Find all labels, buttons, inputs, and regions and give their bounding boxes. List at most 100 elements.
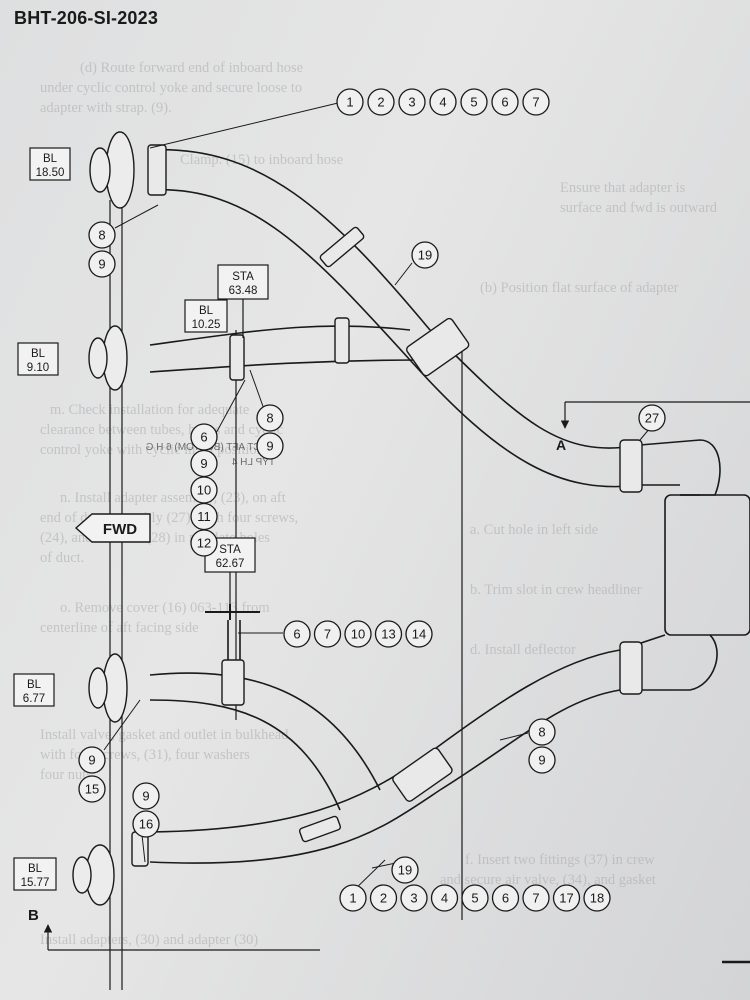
bg-text: centerline of aft facing side bbox=[40, 620, 199, 636]
callout-circle bbox=[256, 432, 284, 460]
bg-text: Ensure that adapter is bbox=[560, 180, 686, 196]
box-label: STA bbox=[219, 544, 241, 556]
callout-circle bbox=[522, 88, 550, 116]
callout-circle bbox=[411, 241, 439, 269]
bg-text: and secure air valve, (34), and gasket bbox=[440, 872, 656, 888]
callout-circle bbox=[344, 620, 372, 648]
callout-circle bbox=[583, 884, 611, 912]
callout-number: 6 bbox=[200, 430, 207, 445]
callout-number: 7 bbox=[324, 627, 331, 642]
box-value: 6.77 bbox=[23, 693, 45, 705]
callout-number: 9 bbox=[88, 753, 95, 768]
callout-circle bbox=[491, 884, 520, 912]
callout-circle bbox=[369, 884, 398, 912]
callout-number: 27 bbox=[645, 411, 659, 426]
bg-text: d. Install deflector bbox=[470, 642, 576, 658]
callout-number: 9 bbox=[98, 257, 105, 272]
callout-number: 9 bbox=[142, 789, 149, 804]
callout-number: 6 bbox=[502, 891, 509, 906]
callout-number: 2 bbox=[377, 95, 384, 110]
bg-text: four nuts bbox=[40, 767, 92, 783]
callout-number: 4 bbox=[441, 891, 448, 906]
callout-circle bbox=[313, 620, 342, 648]
box-value: 63.48 bbox=[229, 285, 258, 297]
callout-circle bbox=[460, 88, 488, 116]
fwd-label: FWD bbox=[103, 521, 137, 538]
callout-number: 18 bbox=[590, 891, 604, 906]
callout-number: 4 bbox=[439, 95, 446, 110]
bg-text: a. Cut hole in left side bbox=[470, 522, 599, 538]
bg-text: Clamp. (15) to inboard hose bbox=[180, 152, 344, 168]
callout-circle bbox=[132, 810, 160, 838]
callout-number: 7 bbox=[532, 891, 539, 906]
bg-text: Install adapters, (30) and adapter (30) bbox=[40, 932, 259, 948]
duct-hoses bbox=[149, 148, 750, 864]
bg-text: adapter with strap. (9). bbox=[40, 100, 172, 116]
callout-number: 11 bbox=[197, 509, 211, 524]
outlet-flanges bbox=[72, 131, 135, 906]
callout-circle bbox=[398, 88, 426, 116]
callout-number: 1 bbox=[346, 95, 353, 110]
callout-circle bbox=[391, 856, 419, 884]
callout-circle bbox=[283, 620, 311, 648]
box-label: BL bbox=[27, 679, 42, 691]
callout-circle bbox=[374, 620, 403, 648]
callout-number: 17 bbox=[559, 891, 573, 906]
callout-number: 14 bbox=[412, 627, 426, 642]
callout-circle bbox=[336, 88, 364, 116]
callout-number: 13 bbox=[381, 627, 395, 642]
callout-circle bbox=[528, 746, 556, 774]
callout-circle bbox=[339, 884, 367, 912]
callout-circle bbox=[400, 884, 428, 912]
callout-circle bbox=[522, 884, 550, 912]
bg-text: n. Install adapter assembly, (23), on af… bbox=[60, 490, 286, 506]
callout-circle bbox=[638, 404, 666, 432]
hose-clamps bbox=[131, 144, 643, 867]
callout-number: 3 bbox=[410, 891, 417, 906]
callout-circle bbox=[528, 718, 556, 746]
box-label: BL bbox=[31, 348, 46, 360]
box-value: 10.25 bbox=[192, 319, 221, 331]
bg-text: m. Check installation for adequate bbox=[50, 402, 250, 418]
bg-text: (d) Route forward end of inboard hose bbox=[80, 60, 304, 76]
callout-number: 15 bbox=[85, 782, 99, 797]
callout-circle bbox=[78, 746, 106, 774]
bg-text: control yoke with cyclic in all position… bbox=[40, 442, 274, 458]
callout-number: 19 bbox=[418, 248, 432, 263]
bl-6-77-box bbox=[13, 673, 55, 707]
callout-number: 5 bbox=[471, 891, 478, 906]
callout-circle bbox=[491, 88, 519, 116]
callout-circle bbox=[461, 884, 489, 912]
callout-circle bbox=[552, 884, 581, 912]
callout-number: 19 bbox=[398, 863, 412, 878]
bg-text: Install valve, gasket and outlet in bulk… bbox=[40, 727, 289, 743]
box-value: 15.77 bbox=[21, 877, 50, 889]
bl-9-10-box bbox=[17, 342, 59, 376]
callout-circle bbox=[88, 250, 116, 278]
callout-circle bbox=[78, 775, 106, 803]
callout-number: 3 bbox=[408, 95, 415, 110]
bl-15-77-box bbox=[13, 857, 57, 891]
bg-text: f. Insert two fittings (37) in crew bbox=[465, 852, 655, 868]
callout-number: 1 bbox=[349, 891, 356, 906]
callout-number: 7 bbox=[532, 95, 539, 110]
callout-number: 10 bbox=[351, 627, 365, 642]
callout-circle bbox=[190, 529, 218, 557]
document-id: BHT-206-SI-2023 bbox=[14, 8, 159, 28]
callout-number: 8 bbox=[98, 228, 105, 243]
callout-number: 10 bbox=[197, 483, 211, 498]
box-label: BL bbox=[199, 305, 214, 317]
callout-number: 9 bbox=[538, 753, 545, 768]
callout-number: 8 bbox=[538, 725, 545, 740]
bl-18-50-box bbox=[29, 147, 71, 181]
bg-text: surface and fwd is outward bbox=[560, 200, 718, 216]
callout-number: 12 bbox=[197, 536, 211, 551]
bg-text: under cyclic control yoke and secure loo… bbox=[40, 80, 303, 96]
box-label: BL bbox=[43, 153, 58, 165]
callout-number: 8 bbox=[266, 411, 273, 426]
callout-circle bbox=[367, 88, 395, 116]
view-label-a: A bbox=[556, 437, 566, 453]
box-value: 18.50 bbox=[36, 167, 65, 179]
